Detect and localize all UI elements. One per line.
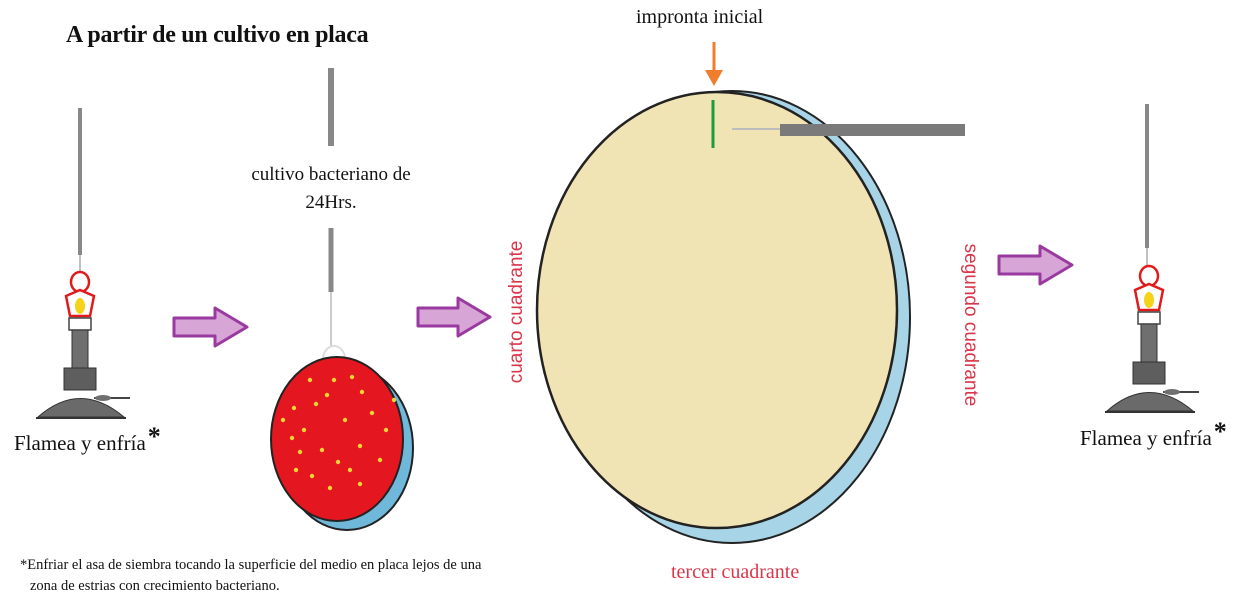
asterisk-right: * (1214, 417, 1227, 446)
flow-arrow-1 (174, 308, 247, 346)
initial-mark-label: impronta inicial (636, 6, 763, 29)
footnote: *Enfriar el asa de siembra tocando la su… (20, 555, 580, 597)
flame-left-label: Flamea y enfría (14, 431, 146, 455)
quadrant-fourth-label: cuarto cuadrante (506, 222, 528, 402)
inoculation-loop-icon (323, 68, 345, 372)
quadrant-third-label: tercer cuadrante (671, 561, 799, 584)
flow-arrow-3 (999, 246, 1072, 284)
footnote-line-1: *Enfriar el asa de siembra tocando la su… (20, 557, 481, 573)
streak-plate-icon (537, 91, 910, 543)
flow-arrow-2 (418, 298, 490, 336)
flame-right-label: Flamea y enfría (1080, 426, 1212, 450)
flame-left-caption: Flamea y enfría* (14, 431, 161, 461)
flame-right-caption: Flamea y enfría* (1080, 426, 1227, 456)
bunsen-burner-left-icon (36, 108, 130, 418)
culture-label: cultivo bacteriano de 24Hrs. (246, 161, 416, 217)
diagram-title: A partir de un cultivo en placa (66, 22, 368, 49)
bunsen-burner-right-icon (1105, 104, 1199, 412)
culture-plate-icon (271, 357, 413, 530)
footnote-line-2: zona de estrias con crecimiento bacteria… (20, 576, 580, 597)
initial-mark-arrow-icon (705, 42, 723, 86)
quadrant-second-label: segundo cuadrante (959, 210, 981, 440)
asterisk-left: * (148, 422, 161, 451)
